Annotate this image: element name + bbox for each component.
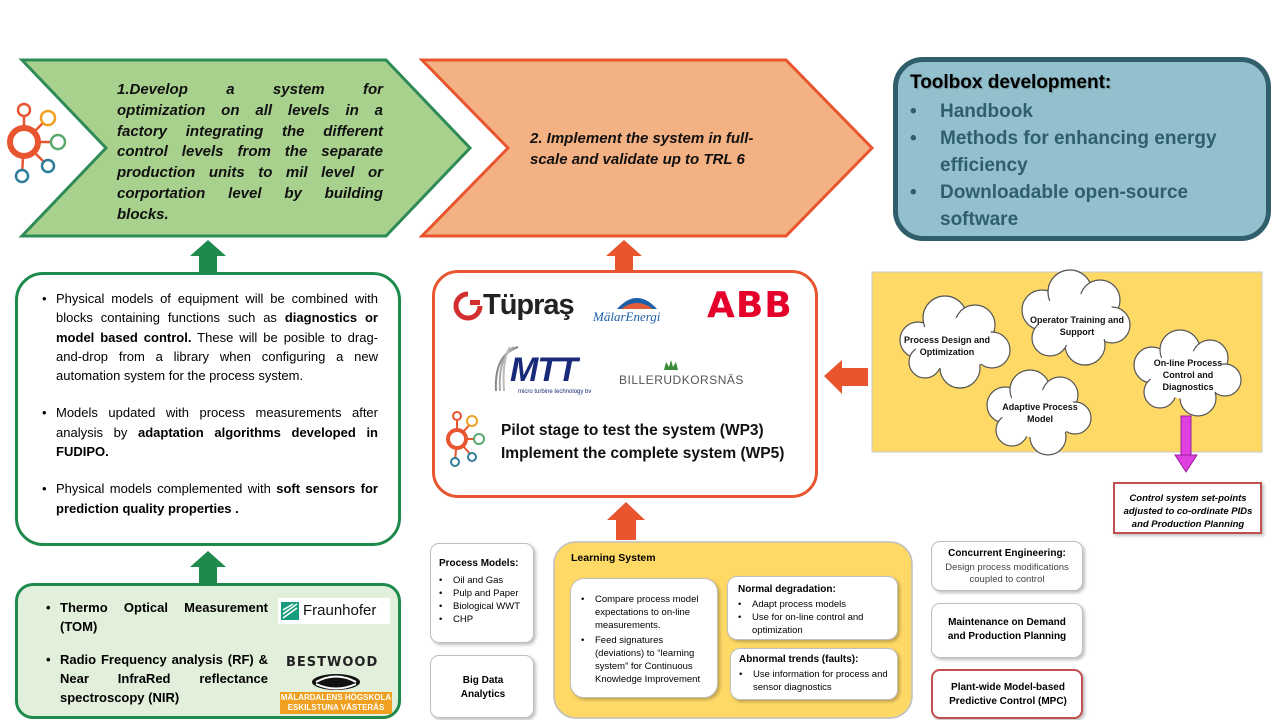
toolbox-item: •Handbook: [910, 101, 1033, 122]
abb-logo: ABB: [707, 285, 793, 326]
pilot-line: Implement the complete system (WP5): [501, 445, 785, 462]
control-setpoints-box: Control system set-points adjusted to co…: [1113, 482, 1262, 534]
tupras-mark-icon: [453, 291, 483, 321]
learning-list: Compare process model expectations to on…: [581, 593, 711, 686]
maintenance-box: Maintenance on Demand and Production Pla…: [931, 603, 1083, 658]
magenta-arrow-head: [1174, 454, 1198, 473]
magenta-arrow-shaft: [1180, 415, 1192, 457]
arrow1-line: blocks.: [117, 205, 169, 223]
bestwood-logo: BESTWOOD: [286, 655, 379, 670]
arrow1-line: production units to mil level or: [117, 164, 383, 182]
arrow1-line: 1.Develop a system for: [117, 81, 383, 98]
arrow2-text: 2. Implement the system in full- scale a…: [530, 128, 800, 170]
toolbox-box: Toolbox development: •Handbook •Methods …: [893, 57, 1271, 241]
fudipo-molecule-icon: [7, 102, 67, 184]
cloud-process-design: [899, 295, 1011, 389]
arrow1-line: factory integrating the different: [117, 122, 383, 140]
arrow2-line: 2. Implement the system in full-: [530, 130, 754, 147]
green-up-arrow-top: [190, 240, 226, 272]
abnormal-trends-item: Use information for process and sensor d…: [739, 668, 895, 694]
toolbox-item: •Downloadable open-source software: [910, 182, 1189, 230]
abnormal-trends-list: Use information for process and sensor d…: [739, 668, 895, 694]
cloud-adaptive-process: [986, 369, 1092, 456]
green-chevron-arrow: [18, 58, 473, 238]
mpc-box: Plant-wide Model-based Predictive Contro…: [931, 669, 1083, 719]
malarenergi-mark-icon: [617, 298, 657, 309]
billerud-crown-icon: [664, 360, 678, 370]
cloud-operator-training: [1021, 269, 1131, 366]
process-models-item: Biological WWT: [439, 600, 531, 613]
normal-degradation-item: Use for on-line control and optimization: [738, 611, 894, 637]
physical-models-item: Physical models of equipment will be com…: [42, 289, 378, 385]
concurrent-body: Design process modifications coupled to …: [945, 562, 1069, 585]
abnormal-trends-title: Abnormal trends (faults):: [739, 654, 859, 665]
control-setpoints-text: Control system set-points adjusted to co…: [1123, 493, 1253, 530]
green-up-arrow-bottom: [190, 551, 226, 583]
billerudkorsnas-logo: BILLERUDKORSNÄS: [619, 359, 743, 389]
normal-degradation-list: Adapt process models Use for on-line con…: [738, 598, 894, 637]
process-models-box: Process Models: Oil and Gas Pulp and Pap…: [430, 543, 534, 643]
process-models-title: Process Models:: [439, 558, 519, 569]
process-models-item: CHP: [439, 613, 531, 626]
pilot-box: Tüpraş MälarEnergi ABB MTT micro turbine…: [432, 270, 818, 498]
fudipo-small-icon: [446, 411, 485, 467]
learning-title: Learning System: [571, 552, 656, 564]
concurrent-title: Concurrent Engineering:: [948, 548, 1066, 559]
abnormal-trends-box: Abnormal trends (faults): Use informatio…: [730, 648, 898, 700]
big-data-box: Big Data Analytics: [430, 655, 534, 718]
mpc-text: Plant-wide Model-based Predictive Contro…: [949, 682, 1067, 707]
cloud-label-process-design: Process Design and Optimization: [903, 335, 991, 357]
physical-models-item: Physical models complemented with soft s…: [42, 479, 378, 518]
cloud-online-process: [1133, 329, 1242, 417]
mdh-mark-icon: [312, 674, 360, 690]
toolbox-title: Toolbox development:: [910, 72, 1112, 93]
learning-compare-box: Compare process model expectations to on…: [570, 578, 718, 698]
arrow2-line: scale and validate up to TRL 6: [530, 151, 745, 168]
mtt-logo: MTT micro turbine technology bv: [490, 345, 602, 397]
mtt-swirl-icon: [494, 346, 519, 392]
normal-degradation-title: Normal degradation:: [738, 584, 836, 595]
toolbox-item: •Methods for enhancing energy efficiency: [910, 128, 1217, 176]
malarenergi-logo: MälarEnergi: [593, 291, 689, 327]
physical-models-list: Physical models of equipment will be com…: [42, 289, 378, 518]
normal-degradation-item: Adapt process models: [738, 598, 894, 611]
learning-item: Feed signatures (deviations) to “learnin…: [581, 634, 711, 686]
orange-up-arrow-top: [606, 240, 642, 272]
fraunhofer-logo: Fraunhofer: [278, 598, 390, 624]
physical-models-item: Models updated with process measurements…: [42, 403, 378, 461]
pilot-line: Pilot stage to test the system (WP3): [501, 422, 764, 439]
cloud-label-operator-training: Operator Training and Support: [1030, 315, 1125, 337]
cloud-label-adaptive-process: Adaptive Process Model: [1002, 402, 1078, 424]
orange-chevron-arrow: [418, 58, 875, 238]
arrow1-text: 1.Develop a system for optimization on a…: [117, 80, 383, 226]
normal-degradation-box: Normal degradation: Adapt process models…: [727, 576, 898, 640]
orange-up-arrow-bottom: [607, 502, 645, 540]
big-data-text: Big Data Analytics: [460, 675, 506, 700]
toolbox-list: •Handbook •Methods for enhancing energy …: [910, 98, 1260, 233]
cloud-label-online-process: On-line Process Control and Diagnostics: [1153, 358, 1223, 392]
process-models-list: Oil and Gas Pulp and Paper Biological WW…: [439, 574, 531, 626]
tupras-logo: Tüpraş: [453, 289, 575, 325]
arrow1-line: control levels from the separate: [117, 143, 383, 161]
process-models-item: Pulp and Paper: [439, 587, 531, 600]
fraunhofer-mark-icon: [281, 602, 299, 620]
measurement-list: Thermo Optical Measurement (TOM) Radio F…: [46, 598, 268, 707]
pilot-text: Pilot stage to test the system (WP3) Imp…: [501, 419, 784, 465]
mdh-logo: MÄLARDALENS HÖGSKOLA ESKILSTUNA VÄSTERÅS: [280, 673, 392, 714]
measurement-box: Thermo Optical Measurement (TOM) Radio F…: [15, 583, 401, 719]
physical-models-box: Physical models of equipment will be com…: [15, 272, 401, 546]
concurrent-engineering-box: Concurrent Engineering: Design process m…: [931, 541, 1083, 591]
maintenance-text: Maintenance on Demand and Production Pla…: [947, 617, 1067, 642]
measurement-item: Thermo Optical Measurement (TOM): [46, 598, 268, 636]
orange-left-arrow: [824, 360, 868, 394]
arrow1-line: optimization on all levels in a: [117, 101, 383, 119]
arrow1-line: corportation level by building: [117, 184, 383, 202]
process-models-item: Oil and Gas: [439, 574, 531, 587]
learning-item: Compare process model expectations to on…: [581, 593, 711, 632]
measurement-item: Radio Frequency analysis (RF) & Near Inf…: [46, 650, 268, 707]
